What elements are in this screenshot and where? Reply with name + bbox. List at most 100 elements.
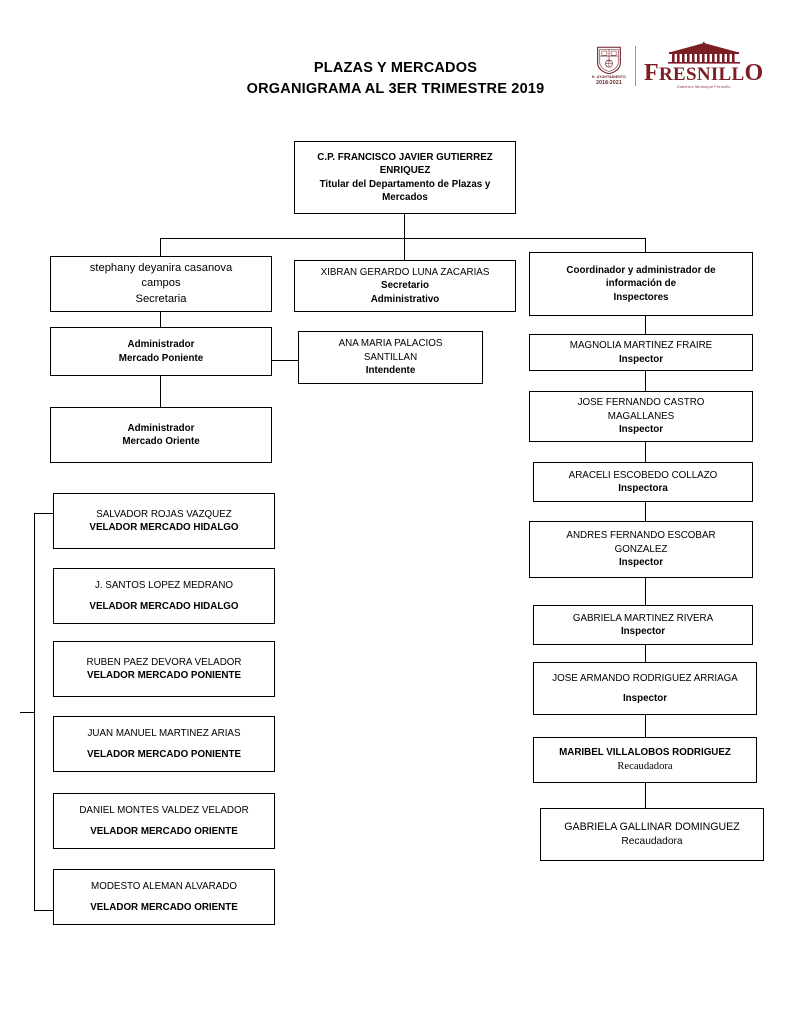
secretario-admin-name: XIBRAN GERARDO LUNA ZACARIAS [320, 266, 490, 278]
institutional-logo: H. AYUNTAMIENTO 2018-2021 [592, 38, 764, 93]
node-admin-mercado-poniente[interactable]: Administrador Mercado Poniente [50, 327, 272, 376]
inspector-1-role: Inspector [618, 353, 664, 365]
fresnillo-wordmark: FRESNILLO Gobierno Municipal Fresnillo [644, 41, 764, 90]
wordmark-first-letter: F [644, 59, 659, 86]
connector-bus-to-coordinador [645, 238, 647, 252]
node-velador-6[interactable]: MODESTO ALEMAN ALVARADO VELADOR MERCADO … [53, 869, 275, 925]
secretaria-name-line-2: campos [141, 277, 181, 290]
title-line-1: PLAZAS Y MERCADOS [313, 60, 478, 76]
inspector-2-role: Inspector [618, 424, 664, 436]
head-name-line-2: ENRIQUEZ [379, 165, 431, 176]
node-inspector-3[interactable]: ARACELI ESCOBEDO COLLAZO Inspectora [533, 462, 753, 502]
admin-poniente-line-1: Administrador [127, 339, 195, 350]
page-title: PLAZAS Y MERCADOS ORGANIGRAMA AL 3ER TRI… [0, 58, 791, 100]
intendente-role: Intendente [365, 365, 416, 377]
node-admin-mercado-oriente[interactable]: Administrador Mercado Oriente [50, 407, 272, 463]
node-intendente[interactable]: ANA MARIA PALACIOS SANTILLAN Intendente [298, 331, 483, 384]
admin-poniente-line-2: Mercado Poniente [118, 352, 204, 364]
node-inspector-1[interactable]: MAGNOLIA MARTINEZ FRAIRE Inspector [529, 334, 753, 371]
connector-inspector-2-to-3 [645, 442, 647, 462]
head-role-line-2: Mercados [382, 192, 428, 203]
node-velador-5[interactable]: DANIEL MONTES VALDEZ VELADOR VELADOR MER… [53, 793, 275, 849]
velador-1-role: VELADOR MERCADO HIDALGO [89, 522, 239, 533]
inspector-2-name-line-2: MAGALLANES [607, 410, 675, 422]
crest-caption-text: H. AYUNTAMIENTO [592, 75, 626, 80]
node-secretaria[interactable]: stephany deyanira casanova campos Secret… [50, 256, 272, 312]
connector-coordinador-to-inspector-1 [645, 316, 647, 334]
inspector-3-name: ARACELI ESCOBEDO COLLAZO [568, 469, 718, 481]
inspector-4-role: Inspector [618, 557, 664, 569]
secretaria-name-line-1: stephany deyanira casanova [89, 261, 233, 274]
connector-row1-bus [160, 238, 646, 240]
velador-6-name: MODESTO ALEMAN ALVARADO [91, 881, 237, 892]
node-inspector-4[interactable]: ANDRES FERNANDO ESCOBAR GONZALEZ Inspect… [529, 521, 753, 578]
coordinador-line-2: información de [605, 278, 677, 290]
velador-6-role: VELADOR MERCADO ORIENTE [90, 901, 238, 913]
crest-caption: H. AYUNTAMIENTO 2018-2021 [587, 75, 631, 85]
admin-oriente-line-2: Mercado Oriente [122, 436, 200, 447]
inspector-1-name: MAGNOLIA MARTINEZ FRAIRE [569, 340, 713, 351]
connector-head-down [404, 214, 406, 239]
node-recaudadora-1[interactable]: MARIBEL VILLALOBOS RODRIGUEZ Recaudadora [533, 737, 757, 783]
coordinador-line-3: Inspectores [613, 291, 669, 303]
recaudadora-1-name: MARIBEL VILLALOBOS RODRIGUEZ [559, 747, 731, 758]
recaudadora-2-name: GABRIELA GALLINAR DOMINGUEZ [564, 821, 740, 834]
inspector-4-name-line-2: GONZALEZ [614, 543, 668, 555]
crest-caption-years: 2018-2021 [596, 79, 622, 86]
velador-3-role: VELADOR MERCADO PONIENTE [86, 670, 242, 681]
node-head[interactable]: C.P. FRANCISCO JAVIER GUTIERREZ ENRIQUEZ… [294, 141, 516, 214]
inspector-3-role: Inspectora [618, 483, 668, 494]
velador-bracket-stub-bottom [34, 910, 53, 912]
velador-2-name: J. SANTOS LOPEZ MEDRANO [94, 580, 234, 591]
title-line-2: ORGANIGRAMA AL 3ER TRIMESTRE 2019 [246, 81, 545, 97]
inspector-5-role: Inspector [620, 626, 666, 637]
inspector-4-name-line-1: ANDRES FERNANDO ESCOBAR [566, 530, 716, 542]
secretario-admin-role-line-2: Administrativo [370, 293, 440, 305]
node-coordinador[interactable]: Coordinador y administrador de informaci… [529, 252, 753, 316]
velador-4-name: JUAN MANUEL MARTINEZ ARIAS [87, 728, 241, 739]
inspector-5-name: GABRIELA MARTINEZ RIVERA [572, 612, 714, 624]
connector-recaudadora-1-to-2 [645, 783, 647, 808]
node-velador-2[interactable]: J. SANTOS LOPEZ MEDRANO VELADOR MERCADO … [53, 568, 275, 624]
coat-of-arms-icon: H. AYUNTAMIENTO 2018-2021 [592, 46, 626, 86]
inspector-6-name: JOSE ARMANDO RODRIGUEZ ARRIAGA [552, 672, 738, 684]
node-velador-4[interactable]: JUAN MANUEL MARTINEZ ARIAS VELADOR MERCA… [53, 716, 275, 772]
secretaria-role: Secretaria [135, 292, 187, 305]
logo-divider [635, 45, 636, 86]
node-inspector-6[interactable]: JOSE ARMANDO RODRIGUEZ ARRIAGA Inspector [533, 662, 757, 715]
connector-bus-to-secretaria [160, 238, 162, 256]
node-secretario-administrativo[interactable]: XIBRAN GERARDO LUNA ZACARIAS Secretario … [294, 260, 516, 312]
intendente-name-line-2: SANTILLAN [363, 351, 418, 363]
velador-5-name: DANIEL MONTES VALDEZ VELADOR [79, 805, 249, 816]
admin-oriente-line-1: Administrador [127, 422, 195, 434]
inspector-6-role: Inspector [622, 693, 668, 704]
coordinador-line-1: Coordinador y administrador de [566, 264, 716, 276]
velador-bracket-stub-top [34, 513, 53, 515]
secretario-admin-role-line-1: Secretario [381, 280, 429, 292]
node-velador-3[interactable]: RUBEN PAEZ DEVORA VELADOR VELADOR MERCAD… [53, 641, 275, 697]
node-recaudadora-2[interactable]: GABRIELA GALLINAR DOMINGUEZ Recaudadora [540, 808, 764, 861]
connector-inspector-4-to-5 [645, 578, 647, 605]
node-inspector-2[interactable]: JOSE FERNANDO CASTRO MAGALLANES Inspecto… [529, 391, 753, 442]
building-icon [667, 41, 740, 64]
wordmark-tagline: Gobierno Municipal Fresnillo [676, 84, 731, 89]
recaudadora-2-role: Recaudadora [621, 835, 683, 847]
velador-1-name: SALVADOR ROJAS VAZQUEZ [96, 508, 232, 520]
connector-admin-poniente-to-admin-oriente [160, 376, 162, 407]
connector-admin-poniente-to-intendente [272, 360, 298, 362]
velador-4-role: VELADOR MERCADO PONIENTE [86, 748, 242, 760]
velador-5-role: VELADOR MERCADO ORIENTE [90, 825, 238, 837]
velador-2-role: VELADOR MERCADO HIDALGO [89, 600, 239, 612]
connector-inspector-5-to-6 [645, 645, 647, 662]
wordmark-last-letter: O [744, 59, 764, 86]
recaudadora-1-role: Recaudadora [617, 760, 673, 772]
node-inspector-5[interactable]: GABRIELA MARTINEZ RIVERA Inspector [533, 605, 753, 645]
connector-inspector-6-to-recaudadora-1 [645, 715, 647, 737]
inspector-2-name-line-1: JOSE FERNANDO CASTRO [577, 397, 705, 409]
wordmark-rest: RESNILL [658, 63, 745, 85]
velador-bracket-spine [34, 513, 36, 911]
velador-bracket-stub-mid [20, 712, 34, 714]
intendente-name-line-1: ANA MARIA PALACIOS [338, 338, 443, 350]
node-velador-1[interactable]: SALVADOR ROJAS VAZQUEZ VELADOR MERCADO H… [53, 493, 275, 549]
